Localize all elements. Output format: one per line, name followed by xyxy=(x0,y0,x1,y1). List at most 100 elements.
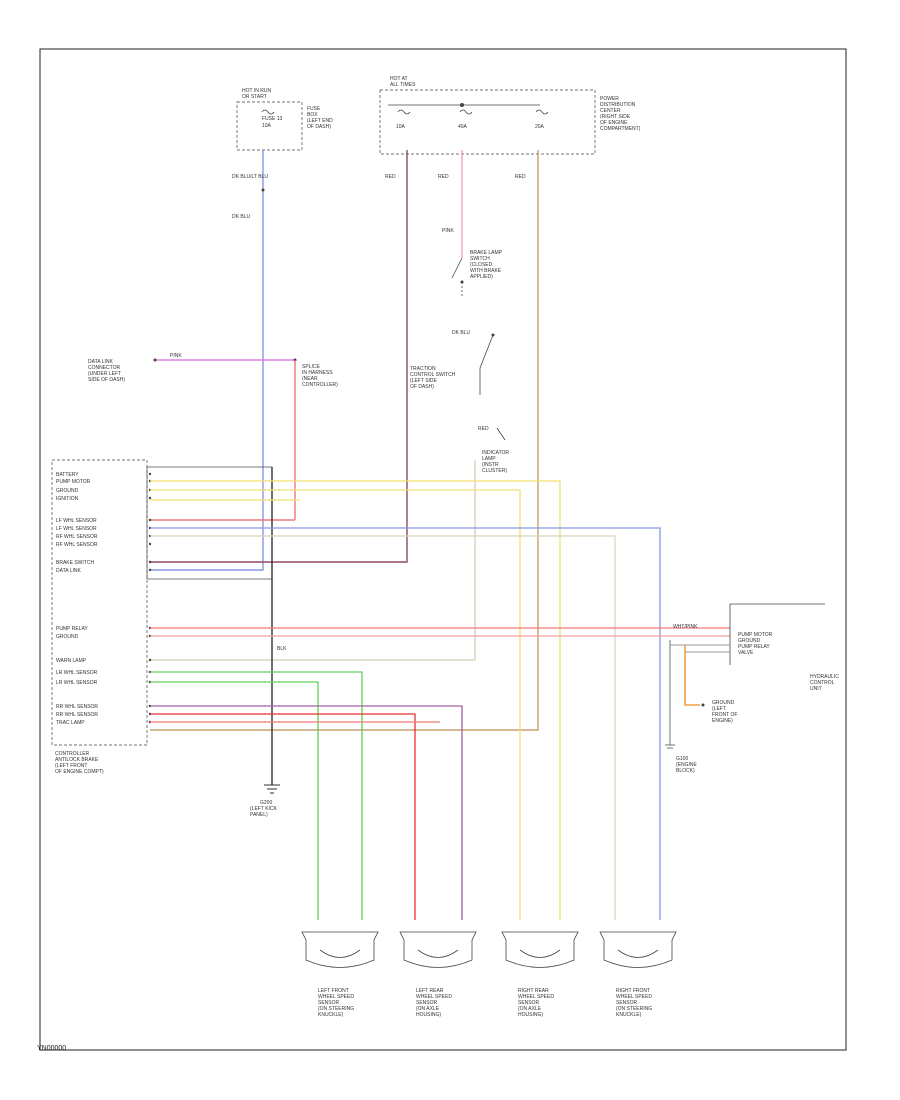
wire-label-5: RED xyxy=(515,174,526,180)
controller-pin-label: WARN LAMP xyxy=(56,658,87,664)
svg-text:40A: 40A xyxy=(458,124,468,130)
indicator-lamp: RED INDICATOR LAMP (INSTR CLUSTER) xyxy=(150,426,509,661)
controller-pin-label: RR WHL SENSOR xyxy=(56,704,98,710)
svg-text:VALVE: VALVE xyxy=(738,650,754,656)
svg-text:WITH BRAKE: WITH BRAKE xyxy=(470,268,502,274)
svg-text:SWITCH: SWITCH xyxy=(470,256,490,262)
controller-pin-label: IGNITION xyxy=(56,496,79,502)
svg-text:CONTROL SWITCH: CONTROL SWITCH xyxy=(410,372,456,378)
svg-text:CONTROL: CONTROL xyxy=(810,680,835,686)
svg-text:GROUND: GROUND xyxy=(738,638,761,644)
power-distribution-center: HOT AT ALL TIMES 10A 40A 20A POWER DISTR… xyxy=(379,76,641,155)
svg-text:G200: G200 xyxy=(260,800,272,806)
sensor-label: RIGHT FRONT xyxy=(616,988,650,994)
sensor-label: WHEEL SPEED xyxy=(318,994,354,1000)
svg-text:(RIGHT SIDE: (RIGHT SIDE xyxy=(600,114,631,120)
svg-text:FUSE: FUSE xyxy=(307,106,321,112)
svg-text:PUMP RELAY: PUMP RELAY xyxy=(738,644,770,650)
ground-g200: BLK G200 (LEFT KICK PANEL) xyxy=(250,467,287,818)
controller-pin-label: RF WHL SENSOR xyxy=(56,542,98,548)
svg-text:BRAKE LAMP: BRAKE LAMP xyxy=(470,250,503,256)
sensor-label: RIGHT REAR xyxy=(518,988,549,994)
hydraulic-control-unit: PUMP MOTOR GROUND PUMP RELAY VALVE HYDRA… xyxy=(665,603,839,774)
svg-text:ANTILOCK BRAKE: ANTILOCK BRAKE xyxy=(55,757,99,763)
controller-pin-label: BATTERY xyxy=(56,472,79,478)
svg-text:CLUSTER): CLUSTER) xyxy=(482,468,507,474)
svg-text:(INSTR: (INSTR xyxy=(482,462,499,468)
wire-blue-ignition xyxy=(150,150,264,571)
controller-pin-label: RF WHL SENSOR xyxy=(56,534,98,540)
svg-text:(NEAR: (NEAR xyxy=(302,376,318,382)
controller-pin-label: LF WHL SENSOR xyxy=(56,526,97,532)
svg-text:BOX: BOX xyxy=(307,112,318,118)
sensor-label: WHEEL SPEED xyxy=(616,994,652,1000)
svg-text:HOT IN RUN: HOT IN RUN xyxy=(242,88,271,94)
svg-text:(LEFT KICK: (LEFT KICK xyxy=(250,806,278,812)
svg-text:PINK: PINK xyxy=(170,353,182,359)
sensor-label: (ON AXLE xyxy=(416,1006,440,1012)
sensor-label: SENSOR xyxy=(318,1000,340,1006)
svg-text:IN HARNESS: IN HARNESS xyxy=(302,370,333,376)
sensor-label: (ON STEERING xyxy=(318,1006,354,1012)
controller-pin-label: PUMP RELAY xyxy=(56,626,88,632)
svg-text:CONNECTOR: CONNECTOR xyxy=(88,365,121,371)
diagram-frame xyxy=(39,48,847,1051)
svg-text:G100: G100 xyxy=(676,756,688,762)
svg-text:CONTROLLER: CONTROLLER xyxy=(55,751,90,757)
sensor-label: KNUCKLE) xyxy=(616,1012,642,1018)
wire-tan-pump xyxy=(150,150,539,731)
controller-pin-label: PUMP MOTOR xyxy=(56,479,91,485)
sensor-label: KNUCKLE) xyxy=(318,1012,344,1018)
svg-text:20A: 20A xyxy=(535,124,545,130)
svg-text:(LEFT: (LEFT xyxy=(712,706,726,712)
svg-text:DATA LINK: DATA LINK xyxy=(88,359,113,365)
svg-text:GROUND: GROUND xyxy=(712,700,735,706)
svg-text:FUSE 13: FUSE 13 xyxy=(262,116,283,122)
controller-pin xyxy=(148,518,152,522)
sensor-label: (ON STEERING xyxy=(616,1006,652,1012)
svg-text:INDICATOR: INDICATOR xyxy=(482,450,509,456)
svg-text:10A: 10A xyxy=(262,123,272,129)
svg-text:PANEL): PANEL) xyxy=(250,812,268,818)
controller-pin-label: DATA LINK xyxy=(56,568,81,574)
brake-lamp-switch: BRAKE LAMP SWITCH (CLOSED WITH BRAKE APP… xyxy=(442,228,503,298)
controller-pin-label: LR WHL SENSOR xyxy=(56,680,98,686)
svg-text:COMPARTMENT): COMPARTMENT) xyxy=(600,126,641,132)
controller-pin xyxy=(148,568,152,572)
wire-label-2: DK BLU xyxy=(232,214,250,220)
wire-label-4: RED xyxy=(438,174,449,180)
svg-text:RED: RED xyxy=(478,426,489,432)
sensor-label: WHEEL SPEED xyxy=(518,994,554,1000)
svg-text:APPLIED): APPLIED) xyxy=(470,274,493,280)
controller-pin xyxy=(148,496,152,500)
wire-darkred-battery xyxy=(150,150,408,563)
svg-text:(LEFT END: (LEFT END xyxy=(307,118,333,124)
sensor-label: HOUSING) xyxy=(416,1012,441,1018)
sensor-label: WHEEL SPEED xyxy=(416,994,452,1000)
svg-text:DK BLU: DK BLU xyxy=(452,330,470,336)
svg-text:SPLICE: SPLICE xyxy=(302,364,320,370)
controller-pin-label: TRAC LAMP xyxy=(56,720,85,726)
svg-text:(UNDER LEFT: (UNDER LEFT xyxy=(88,371,121,377)
svg-text:DISTRIBUTION: DISTRIBUTION xyxy=(600,102,636,108)
wire-label-3: RED xyxy=(385,174,396,180)
sensor-label: HOUSING) xyxy=(518,1012,543,1018)
svg-text:OF ENGINE COMPT): OF ENGINE COMPT) xyxy=(55,769,104,775)
svg-text:PUMP MOTOR: PUMP MOTOR xyxy=(738,632,773,638)
controller-pin-label: GROUND xyxy=(56,634,79,640)
sensor-label: SENSOR xyxy=(518,1000,540,1006)
sensor-label: SENSOR xyxy=(616,1000,638,1006)
svg-text:CENTER: CENTER xyxy=(600,108,621,114)
svg-text:ALL TIMES: ALL TIMES xyxy=(390,82,416,88)
svg-text:HYDRAULIC: HYDRAULIC xyxy=(810,674,839,680)
svg-text:(CLOSED: (CLOSED xyxy=(470,262,493,268)
svg-text:UNIT: UNIT xyxy=(810,686,822,692)
controller-pin xyxy=(148,542,152,546)
controller-pin-label: BRAKE SWITCH xyxy=(56,560,94,566)
svg-text:(ENGINE: (ENGINE xyxy=(676,762,698,768)
